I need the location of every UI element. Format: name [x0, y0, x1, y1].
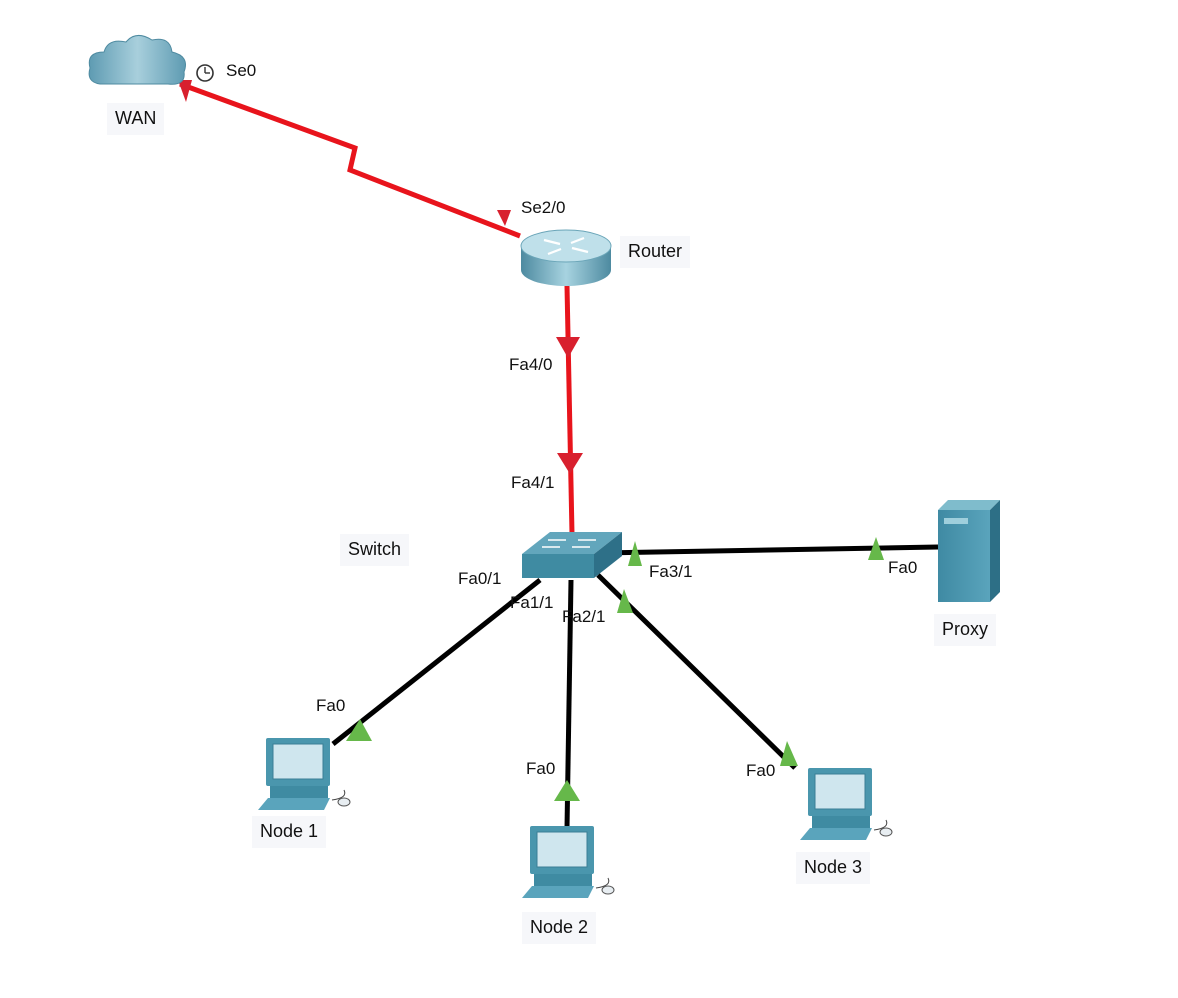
- device-label-proxy: Proxy: [934, 614, 997, 646]
- indicator-switch-fa31: [628, 541, 642, 566]
- port-label-switch-fa31: Fa3/1: [649, 562, 693, 581]
- port-label-switch-fa41: Fa4/1: [511, 473, 555, 492]
- device-label-wan: WAN: [107, 103, 165, 135]
- link-switch-proxy[interactable]: [599, 544, 939, 556]
- port-label-router-se20: Se2/0: [521, 198, 566, 217]
- port-label-node1-fa0: Fa0: [316, 696, 346, 715]
- link-switch-node1[interactable]: [331, 578, 542, 746]
- indicator-wan-se0: [178, 80, 192, 102]
- server-icon[interactable]: [938, 500, 1000, 602]
- switch-icon[interactable]: [522, 532, 622, 578]
- port-label-proxy-fa0: Fa0: [888, 558, 918, 577]
- links: [179, 81, 939, 829]
- clock-icon: [196, 64, 214, 82]
- serial-link-wan-router[interactable]: [179, 81, 521, 239]
- device-label-node3: Node 3: [796, 852, 871, 884]
- port-label-node2-fa0: Fa0: [526, 759, 556, 778]
- indicator-router-fa40: [556, 337, 580, 358]
- indicator-switch-fa21: [617, 589, 633, 613]
- router-icon[interactable]: [520, 229, 612, 286]
- port-label-switch-fa01: Fa0/1: [458, 569, 502, 588]
- indicator-router-se20: [497, 210, 511, 226]
- pc-icon[interactable]: [800, 768, 893, 840]
- link-switch-node3[interactable]: [596, 573, 797, 770]
- indicator-node1-fa0: [346, 719, 372, 741]
- device-label-node1: Node 1: [252, 816, 327, 848]
- device-label-node2: Node 2: [522, 912, 597, 944]
- port-indicators: [178, 80, 884, 801]
- indicator-proxy-fa0: [868, 537, 884, 560]
- port-label-switch-fa11: Fa1/1: [510, 593, 554, 612]
- device-label-switch: Switch: [340, 534, 410, 566]
- pc-icon[interactable]: [522, 826, 615, 898]
- port-label-router-fa40: Fa4/0: [509, 355, 553, 374]
- indicator-node2-fa0: [554, 780, 580, 801]
- indicator-node3-fa0: [780, 741, 798, 766]
- cloud-icon[interactable]: [88, 35, 186, 85]
- indicator-switch-fa41: [557, 453, 583, 474]
- pc-icon[interactable]: [258, 738, 351, 810]
- port-label-node3-fa0: Fa0: [746, 761, 776, 780]
- port-label-switch-fa21: Fa2/1: [562, 607, 606, 626]
- link-router-switch[interactable]: [564, 285, 575, 535]
- device-label-router: Router: [620, 236, 691, 268]
- port-label-wan-se0: Se0: [226, 61, 257, 80]
